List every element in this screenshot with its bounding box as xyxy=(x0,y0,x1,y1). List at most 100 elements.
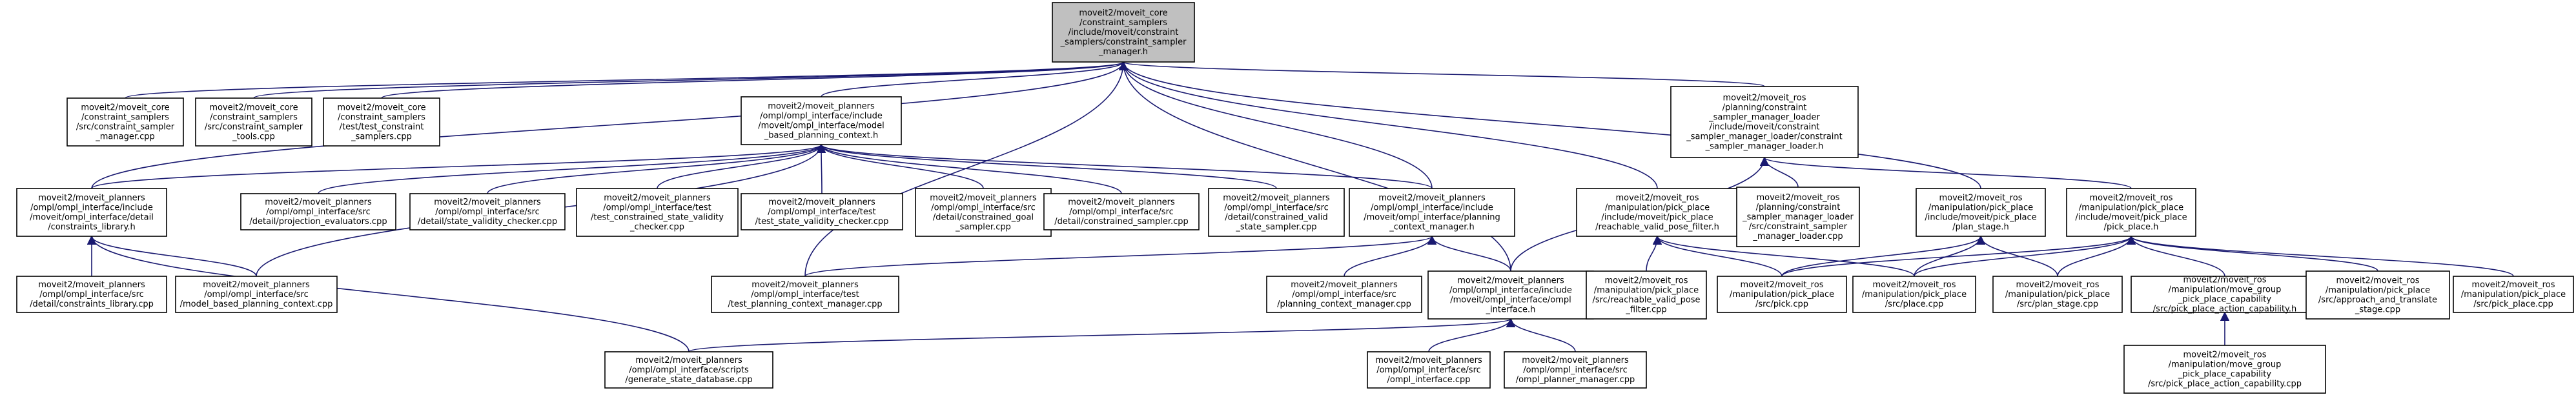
node-label-line: /src/approach_and_translate xyxy=(2318,296,2437,305)
dependency-edge xyxy=(1781,235,1986,277)
node-box xyxy=(16,188,167,237)
node-box xyxy=(2305,270,2450,320)
file-node[interactable]: moveit2/moveit_ros/manipulation/pick_pla… xyxy=(2453,276,2574,313)
node-label-line: /detail/constrained_sampler.cpp xyxy=(1054,217,1189,227)
file-node[interactable]: moveit2/moveit_planners/ompl/ompl_interf… xyxy=(16,276,167,313)
node-label-line: /manipulation/pick_place xyxy=(1730,290,1834,300)
node-label-line: /constraint_samplers xyxy=(210,113,298,123)
node-label-line: /ompl/ompl_interface/src xyxy=(1376,365,1481,375)
node-label-line: moveit2/moveit_planners xyxy=(1457,276,1564,286)
node-box xyxy=(195,97,312,147)
dependency-edge xyxy=(688,318,1515,352)
node-label-line: moveit2/moveit_planners xyxy=(768,102,875,112)
file-node[interactable]: moveit2/moveit_planners/ompl/ompl_interf… xyxy=(711,276,899,313)
node-box xyxy=(1992,276,2123,313)
node-label-line: /ompl/ompl_interface/test xyxy=(768,207,876,217)
file-node[interactable]: moveit2/moveit_planners/ompl/ompl_interf… xyxy=(1349,188,1515,237)
file-node[interactable]: moveit2/moveit_planners/ompl/ompl_interf… xyxy=(1427,270,1594,320)
node-box xyxy=(1717,276,1847,313)
node-label-line: /include/moveit/constraint xyxy=(1710,123,1820,132)
file-node[interactable]: moveit2/moveit_planners/ompl/ompl_interf… xyxy=(1367,351,1491,389)
node-label-line: moveit2/moveit_planners xyxy=(604,194,711,203)
file-node[interactable]: moveit2/moveit_planners/ompl/ompl_interf… xyxy=(576,188,739,237)
node-label-line: /ompl/ompl_interface/scripts xyxy=(629,365,749,375)
file-node[interactable]: moveit2/moveit_core/constraint_samplers/… xyxy=(323,97,440,147)
node-label-line: /moveit/ompl_interface/model xyxy=(758,121,884,131)
dependency-edges xyxy=(87,61,2514,352)
node-label-line: _sampler_manager_loader/constraint xyxy=(1686,132,1843,142)
dependency-edge xyxy=(1118,61,1433,189)
node-label-line: /planning/constraint xyxy=(1722,103,1807,113)
file-node[interactable]: moveit2/moveit_ros/manipulation/move_gro… xyxy=(2131,276,2319,314)
node-label-line: /planning/constraint xyxy=(1756,203,1841,212)
file-nodes: moveit2/moveit_core/constraint_samplers /… xyxy=(16,2,2574,394)
dependency-edge xyxy=(1760,156,2132,189)
node-box xyxy=(1852,276,1976,313)
node-label-line: _pick_place_capability xyxy=(2178,370,2272,380)
file-node[interactable]: moveit2/moveit_planners/ompl/ompl_interf… xyxy=(409,193,566,230)
file-node[interactable]: moveit2/moveit_ros/manipulation/pick_pla… xyxy=(2066,188,2196,237)
file-node[interactable]: moveit2/moveit_ros/planning/constraint_s… xyxy=(1670,86,1859,158)
node-label-line: _manager.cpp xyxy=(95,132,155,142)
file-node[interactable]: moveit2/moveit_planners/ompl/ompl_interf… xyxy=(240,193,396,230)
dependency-edge xyxy=(125,61,1128,99)
file-node[interactable]: moveit2/moveit_planners/ompl/ompl_interf… xyxy=(741,96,902,145)
node-label-line: _interface.h xyxy=(1486,305,1536,315)
node-label-line: /constraint_samplers xyxy=(338,113,425,123)
file-node[interactable]: moveit2/moveit_planners/ompl/ompl_interf… xyxy=(1043,193,1200,230)
dependency-edge xyxy=(1652,235,1915,277)
file-node[interactable]: moveit2/moveit_planners/ompl/ompl_interf… xyxy=(1208,188,1345,237)
file-node[interactable]: moveit2/moveit_ros/manipulation/pick_pla… xyxy=(1916,188,2046,237)
node-label-line: /include/moveit/constraint xyxy=(1068,28,1179,37)
file-node[interactable]: moveit2/moveit_ros/manipulation/pick_pla… xyxy=(2305,270,2450,320)
node-label-line: /src/plan_stage.cpp xyxy=(2017,300,2098,309)
file-node[interactable]: moveit2/moveit_ros/manipulation/pick_pla… xyxy=(1576,188,1739,237)
file-node[interactable]: moveit2/moveit_ros/manipulation/pick_pla… xyxy=(1852,276,1976,313)
file-node[interactable]: moveit2/moveit_planners/ompl/ompl_interf… xyxy=(175,276,338,313)
dependency-edge xyxy=(1646,235,1662,272)
node-label-line: /manipulation/move_group xyxy=(2169,285,2282,295)
node-box xyxy=(1736,187,1860,247)
dependency-edge xyxy=(1118,61,1981,189)
node-label-line: _manager.h xyxy=(1098,47,1148,57)
node-label-line: moveit2/moveit_ros xyxy=(1741,280,1824,290)
file-node[interactable]: moveit2/moveit_planners/ompl/ompl_interf… xyxy=(16,188,167,237)
node-label-line: moveit2/moveit_planners xyxy=(1522,356,1629,365)
node-label-line: moveit2/moveit_core xyxy=(81,103,169,113)
dependency-edge xyxy=(1914,235,2136,277)
root-header-node[interactable]: moveit2/moveit_core/constraint_samplers/… xyxy=(1052,2,1195,63)
node-label-line: /test_planning_context_manager.cpp xyxy=(728,300,882,309)
node-box xyxy=(1052,2,1195,63)
node-label-line: moveit2/moveit_planners xyxy=(1223,194,1330,203)
node-label-line: /ompl/ompl_interface/test xyxy=(751,290,859,300)
node-label-line: /moveit/ompl_interface/planning xyxy=(1364,213,1500,223)
file-node[interactable]: moveit2/moveit_ros/manipulation/pick_pla… xyxy=(1586,270,1707,320)
node-box xyxy=(741,96,902,145)
node-label-line: /manipulation/move_group xyxy=(2169,360,2282,370)
file-node[interactable]: moveit2/moveit_ros/manipulation/move_gro… xyxy=(2123,345,2326,394)
file-node[interactable]: moveit2/moveit_ros/manipulation/pick_pla… xyxy=(1717,276,1847,313)
node-label-line: moveit2/moveit_planners xyxy=(930,194,1037,203)
file-node[interactable]: moveit2/moveit_planners/ompl/ompl_interf… xyxy=(1266,276,1422,313)
node-label-line: /include/moveit/pick_place xyxy=(1925,213,2036,223)
dependency-edge xyxy=(487,143,826,194)
node-label-line: /include/moveit/pick_place xyxy=(2075,213,2187,223)
node-label-line: /ompl/ompl_interface/include xyxy=(1371,203,1493,213)
node-label-line: /reachable_valid_pose_filter.h xyxy=(1595,223,1719,232)
node-box xyxy=(1576,188,1739,237)
file-node[interactable]: moveit2/moveit_core/constraint_samplers/… xyxy=(66,97,184,147)
dependency-edge xyxy=(1118,61,1658,189)
file-node[interactable]: moveit2/moveit_planners/ompl/ompl_interf… xyxy=(604,351,773,389)
node-label-line: /moveit/ompl_interface/detail xyxy=(30,213,154,223)
node-box xyxy=(1043,193,1200,230)
node-label-line: /src/pick_place_action_capability.cpp xyxy=(2148,380,2302,389)
file-node[interactable]: moveit2/moveit_core/constraint_samplers/… xyxy=(195,97,312,147)
node-label-line: /constraint_samplers xyxy=(81,113,169,123)
file-node[interactable]: moveit2/moveit_planners/ompl/ompl_interf… xyxy=(915,188,1052,237)
file-node[interactable]: moveit2/moveit_ros/manipulation/pick_pla… xyxy=(1992,276,2123,313)
file-node[interactable]: moveit2/moveit_ros/planning/constraint_s… xyxy=(1736,187,1860,247)
file-node[interactable]: moveit2/moveit_planners/ompl/ompl_interf… xyxy=(741,193,903,230)
node-label-line: moveit2/moveit_ros xyxy=(2183,351,2267,360)
file-node[interactable]: moveit2/moveit_planners/ompl/ompl_interf… xyxy=(1504,351,1647,389)
node-label-line: moveit2/moveit_ros xyxy=(1757,193,1840,203)
